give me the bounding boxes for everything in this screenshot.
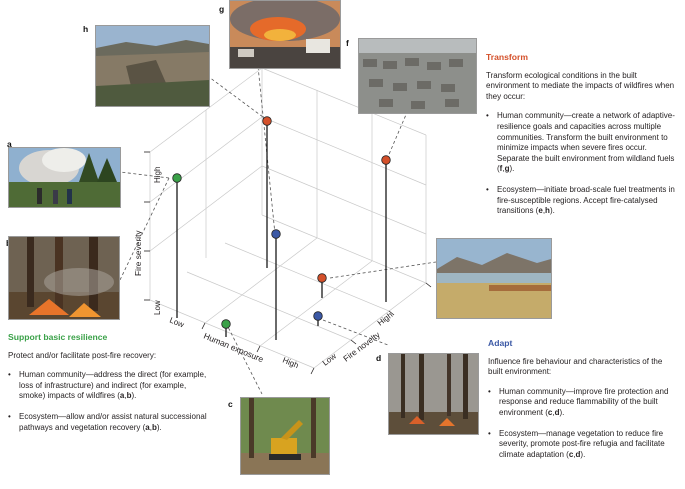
photo-d-understory-burn [388, 353, 479, 435]
tick-fire-novelty-low: Low [321, 351, 338, 367]
photo-b-forest-fire [8, 236, 120, 320]
photo-h-canyon [95, 25, 210, 107]
support-resilience-list: Human community—address the direct (for … [8, 370, 214, 433]
pin-transform-f [381, 155, 391, 165]
pin-stems [176, 121, 387, 340]
tick-human-exposure-high: High [281, 356, 300, 371]
support-resilience-title: Support basic resilience [8, 332, 108, 342]
photo-c-forestry-machine [240, 397, 330, 475]
axis-label-fire-severity: Fire severity [133, 230, 143, 276]
tick-fire-severity-high: High [153, 167, 162, 183]
pin-heads [172, 116, 391, 329]
panel-label-g: g [219, 4, 225, 14]
pin-adapt-d [313, 311, 323, 321]
photo-f-burned-neighborhood [358, 38, 477, 114]
adapt-bullet-human: Human community—improve fire protection … [488, 387, 678, 419]
panel-label-c: c [228, 399, 233, 409]
transform-bullet-human: Human community—create a network of adap… [486, 111, 680, 175]
transform-title: Transform [486, 52, 529, 62]
transform-list: Human community—create a network of adap… [486, 111, 680, 216]
adapt-title: Adapt [488, 338, 513, 348]
photo-g-fire-evacuation [229, 0, 341, 69]
pin-transform-e [317, 273, 327, 283]
pin-transform-h [262, 116, 272, 126]
panel-label-f: f [346, 38, 349, 48]
axis-ticks [144, 151, 432, 375]
transform-block: Transform Transform ecological condition… [486, 52, 680, 227]
support-resilience-intro: Protect and/or facilitate post-fire reco… [8, 350, 157, 360]
transform-bullet-ecosystem: Ecosystem—initiate broad-scale fuel trea… [486, 185, 680, 217]
panel-label-h: h [83, 24, 89, 34]
panel-label-a: a [7, 139, 12, 149]
tick-fire-severity-low: Low [153, 300, 162, 315]
photo-a-smoke-plume [8, 147, 121, 208]
pin-support-a [172, 173, 182, 183]
pin-support-b [221, 319, 231, 329]
adapt-intro: Influence fire behaviour and characteris… [488, 356, 663, 377]
support-bullet-ecosystem: Ecosystem—allow and/or assist natural su… [8, 412, 214, 433]
photo-e-grassland-lake [436, 238, 552, 319]
adapt-list: Human community—improve fire protection … [488, 387, 678, 461]
adapt-bullet-ecosystem: Ecosystem—manage vegetation to reduce fi… [488, 429, 678, 461]
transform-intro: Transform ecological conditions in the b… [486, 70, 675, 101]
adapt-block: Adapt Influence fire behaviour and chara… [488, 338, 678, 470]
support-resilience-block: Support basic resilience Protect and/or … [8, 332, 214, 443]
panel-label-d: d [376, 353, 382, 363]
support-bullet-human: Human community—address the direct (for … [8, 370, 214, 402]
pin-adapt-c [271, 229, 281, 239]
